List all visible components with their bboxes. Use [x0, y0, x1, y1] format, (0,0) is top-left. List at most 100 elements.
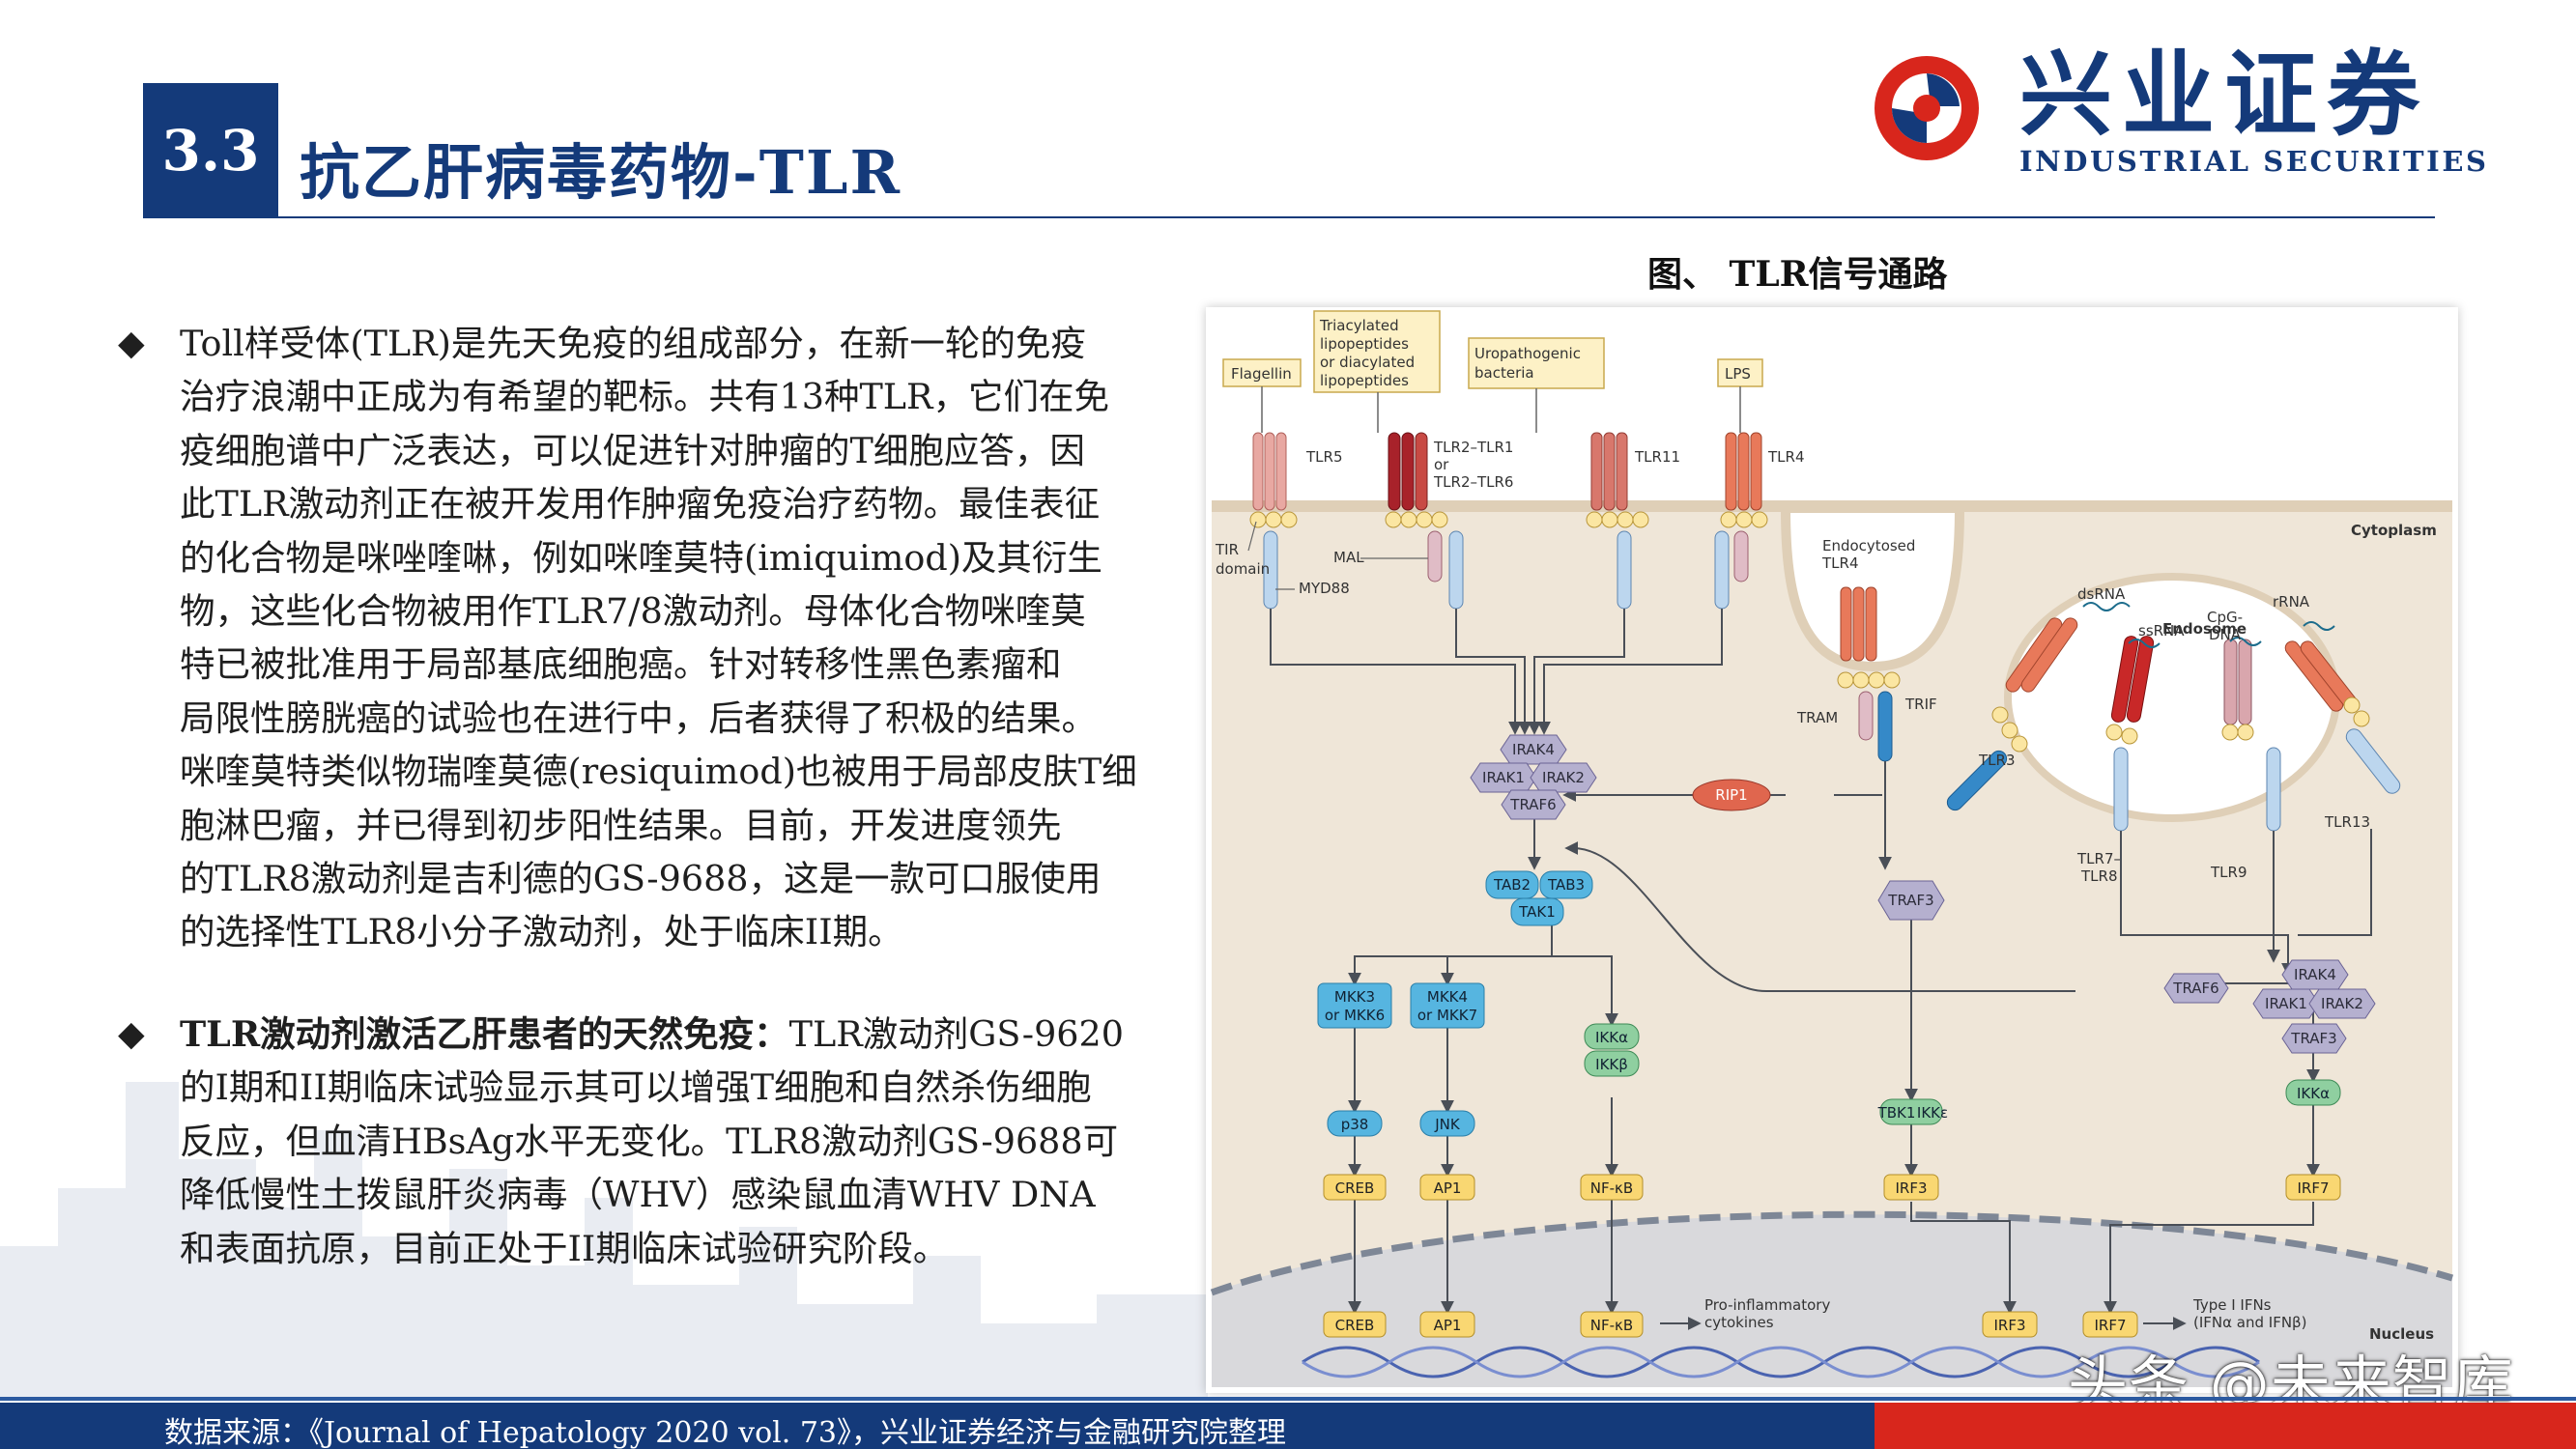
label-cytoplasm: Cytoplasm [2351, 522, 2437, 539]
label-nucleus: Nucleus [2369, 1325, 2434, 1343]
node-traf3-left: TRAF3 [1887, 892, 1933, 909]
label-rrna: rRNA [2273, 593, 2310, 611]
label-lps: LPS [1725, 365, 1751, 383]
receptor-tlr9 [2221, 639, 2281, 832]
label-tri2: lipopeptides [1320, 335, 1409, 353]
label-tlr13: TLR13 [2324, 813, 2370, 831]
bullet-item-tlr-intro: ◆ Toll样受体(TLR)是先天免疫的组成部分，在新一轮的免疫 治疗浪潮中正成… [116, 317, 1159, 959]
label-tir1: TIR [1215, 541, 1239, 558]
label-proinf1: Pro-inflammatory [1704, 1296, 1830, 1314]
label-tri4: lipopeptides [1320, 372, 1409, 389]
label-uro2: bacteria [1474, 364, 1534, 382]
nucleus-region [1212, 1214, 2452, 1387]
receptor-tlr13 [2284, 640, 2401, 794]
receptor-tlr3 [1946, 617, 2078, 811]
bullet-line: 降低慢性土拨鼠肝炎病毒（WHV）感染鼠血清WHV DNA [180, 1174, 1096, 1216]
bullet-lead-rest: TLR激动剂GS-9620 [788, 1012, 1124, 1055]
bullet-line: 此TLR激动剂正在被开发用作肿瘤免疫治疗药物。最佳表征 [180, 483, 1101, 526]
tlr-signaling-diagram: Flagellin Triacylated lipopeptides or di… [1210, 310, 2454, 1387]
diamond-bullet-icon: ◆ [118, 324, 145, 363]
node-irf3-cyto: IRF3 [1895, 1179, 1927, 1197]
label-cpg1: CpG- [2207, 609, 2243, 626]
node-irf3-nuc: IRF3 [1993, 1317, 2025, 1334]
label-tlr3: TLR3 [1978, 752, 2016, 769]
label-tlr11: TLR11 [1634, 448, 1680, 466]
node-irf7-nuc: IRF7 [2094, 1317, 2126, 1334]
node-p38: p38 [1341, 1116, 1369, 1133]
node-irf7-cyto: IRF7 [2297, 1179, 2329, 1197]
label-endo1: Endocytosed [1822, 537, 1915, 554]
label-endosome: Endosome [2162, 620, 2247, 638]
bullet-line: 局限性膀胱癌的试验也在进行中，后者获得了积极的结果。 [180, 696, 1097, 739]
node-tab2: TAB2 [1493, 876, 1531, 894]
receptor-endocytosed-tlr4 [1837, 586, 1901, 762]
node-tbk1: TBK1 [1877, 1104, 1916, 1122]
node-mkk36-a: MKK3 [1334, 988, 1375, 1006]
label-tlr21: TLR2–TLR1 [1433, 439, 1513, 456]
label-myd88: MYD88 [1299, 580, 1350, 597]
ligand-box-lps [1717, 358, 1763, 387]
node-creb-cyto: CREB [1335, 1179, 1375, 1197]
label-tram: TRAM [1796, 709, 1838, 726]
bullet-line: 反应，但血清HBsAg水平无变化。TLR8激动剂GS-9688可 [180, 1120, 1119, 1162]
node-ikka-right: IKKα [2297, 1085, 2330, 1102]
label-tir2: domain [1216, 560, 1270, 578]
node-ap1-cyto: AP1 [1434, 1179, 1462, 1197]
ligand-box-flagellin [1222, 358, 1302, 387]
node-traf3-right: TRAF3 [2290, 1030, 2336, 1047]
bullet-item-hbv-immunity: ◆ TLR激动剂激活乙肝患者的天然免疫：TLR激动剂GS-9620 的I期和II… [116, 1008, 1159, 1275]
label-ifn1: Type I IFNs [2192, 1296, 2272, 1314]
label-proinf2: cytokines [1704, 1314, 1774, 1331]
label-tlr78a: TLR7– [2076, 850, 2121, 867]
label-tlr9: TLR9 [2210, 864, 2247, 881]
bullet-line: 的化合物是咪唑喹啉，例如咪喹莫特(imiquimod)及其衍生 [180, 536, 1102, 579]
footer-source: 数据来源：《Journal of Hepatology 2020 vol. 73… [164, 1416, 1286, 1449]
label-tlr4: TLR4 [1767, 448, 1805, 466]
label-tlr78b: TLR8 [2080, 867, 2118, 885]
bullet-line: 物，这些化合物被用作TLR7/8激动剂。母体化合物咪喹莫 [180, 590, 1086, 633]
section-number-badge: 3.3 [143, 83, 278, 218]
bullet-line: 胞淋巴瘤，并已得到初步阳性结果。目前，开发进度领先 [180, 804, 1062, 846]
bullet-line: 的选择性TLR8小分子激动剂，处于临床II期。 [180, 911, 903, 953]
bullet-line: 咪喹莫特类似物瑞喹莫德(resiquimod)也被用于局部皮肤T细 [180, 751, 1137, 793]
node-irak4-right: IRAK4 [2294, 966, 2336, 983]
node-jnk: JNK [1434, 1116, 1461, 1133]
node-ikke: IKKε [1917, 1104, 1948, 1122]
skyline-watermark [0, 1082, 1208, 1401]
bullet-line: 特已被批准用于局部基底细胞癌。针对转移性黑色素瘤和 [180, 643, 1062, 686]
bullet-line: 治疗浪潮中正成为有希望的靶标。共有13种TLR，它们在免 [180, 376, 1110, 418]
label-mal: MAL [1333, 549, 1364, 566]
company-logo-english: INDUSTRIAL SECURITIES [2019, 145, 2489, 178]
node-mkk36-b: or MKK6 [1325, 1007, 1385, 1024]
node-mkk47-b: or MKK7 [1417, 1007, 1477, 1024]
label-tlr5: TLR5 [1305, 448, 1343, 466]
label-flagellin: Flagellin [1231, 365, 1292, 383]
label-tri1: Triacylated [1319, 317, 1399, 334]
bullet-line: 的I期和II期临床试验显示其可以增强T细胞和自然杀伤细胞 [180, 1066, 1092, 1109]
node-irak2-right: IRAK2 [2321, 995, 2363, 1012]
ligand-box-lipopeptides [1313, 310, 1441, 393]
nuclear-membrane [1210, 1210, 2454, 1296]
node-traf6-left: TRAF6 [1509, 796, 1556, 813]
label-cpg2: DNA [2209, 626, 2242, 643]
company-logo-icon [1875, 56, 1979, 160]
endosome [2004, 573, 2340, 822]
label-trif: TRIF [1904, 696, 1937, 713]
diamond-bullet-icon: ◆ [118, 1013, 145, 1054]
header-divider [143, 216, 2435, 218]
node-rip1: RIP1 [1715, 786, 1747, 804]
node-tak1: TAK1 [1518, 903, 1556, 921]
label-uro1: Uropathogenic [1474, 345, 1581, 362]
page-title: 抗乙肝病毒药物-TLR [300, 137, 902, 208]
node-irak1-left: IRAK1 [1482, 769, 1525, 786]
node-irak4-left: IRAK4 [1512, 741, 1555, 758]
receptor-tlr4 [1714, 432, 1768, 610]
label-endo2: TLR4 [1821, 554, 1859, 572]
bullet-line: 疫细胞谱中广泛表达，可以促进针对肿瘤的T细胞应答，因 [180, 429, 1085, 471]
label-ifn2: (IFNα and IFNβ) [2193, 1314, 2306, 1331]
receptor-tlr7-tlr8 [2105, 636, 2155, 832]
bullet-line: TLR激动剂激活乙肝患者的天然免疫：TLR激动剂GS-9620 [180, 1008, 1159, 1061]
label-ssrna: ssRNA [2138, 622, 2185, 639]
node-traf6-right: TRAF6 [2172, 980, 2218, 997]
figure-caption: 图、 TLR信号通路 [1647, 254, 1948, 295]
